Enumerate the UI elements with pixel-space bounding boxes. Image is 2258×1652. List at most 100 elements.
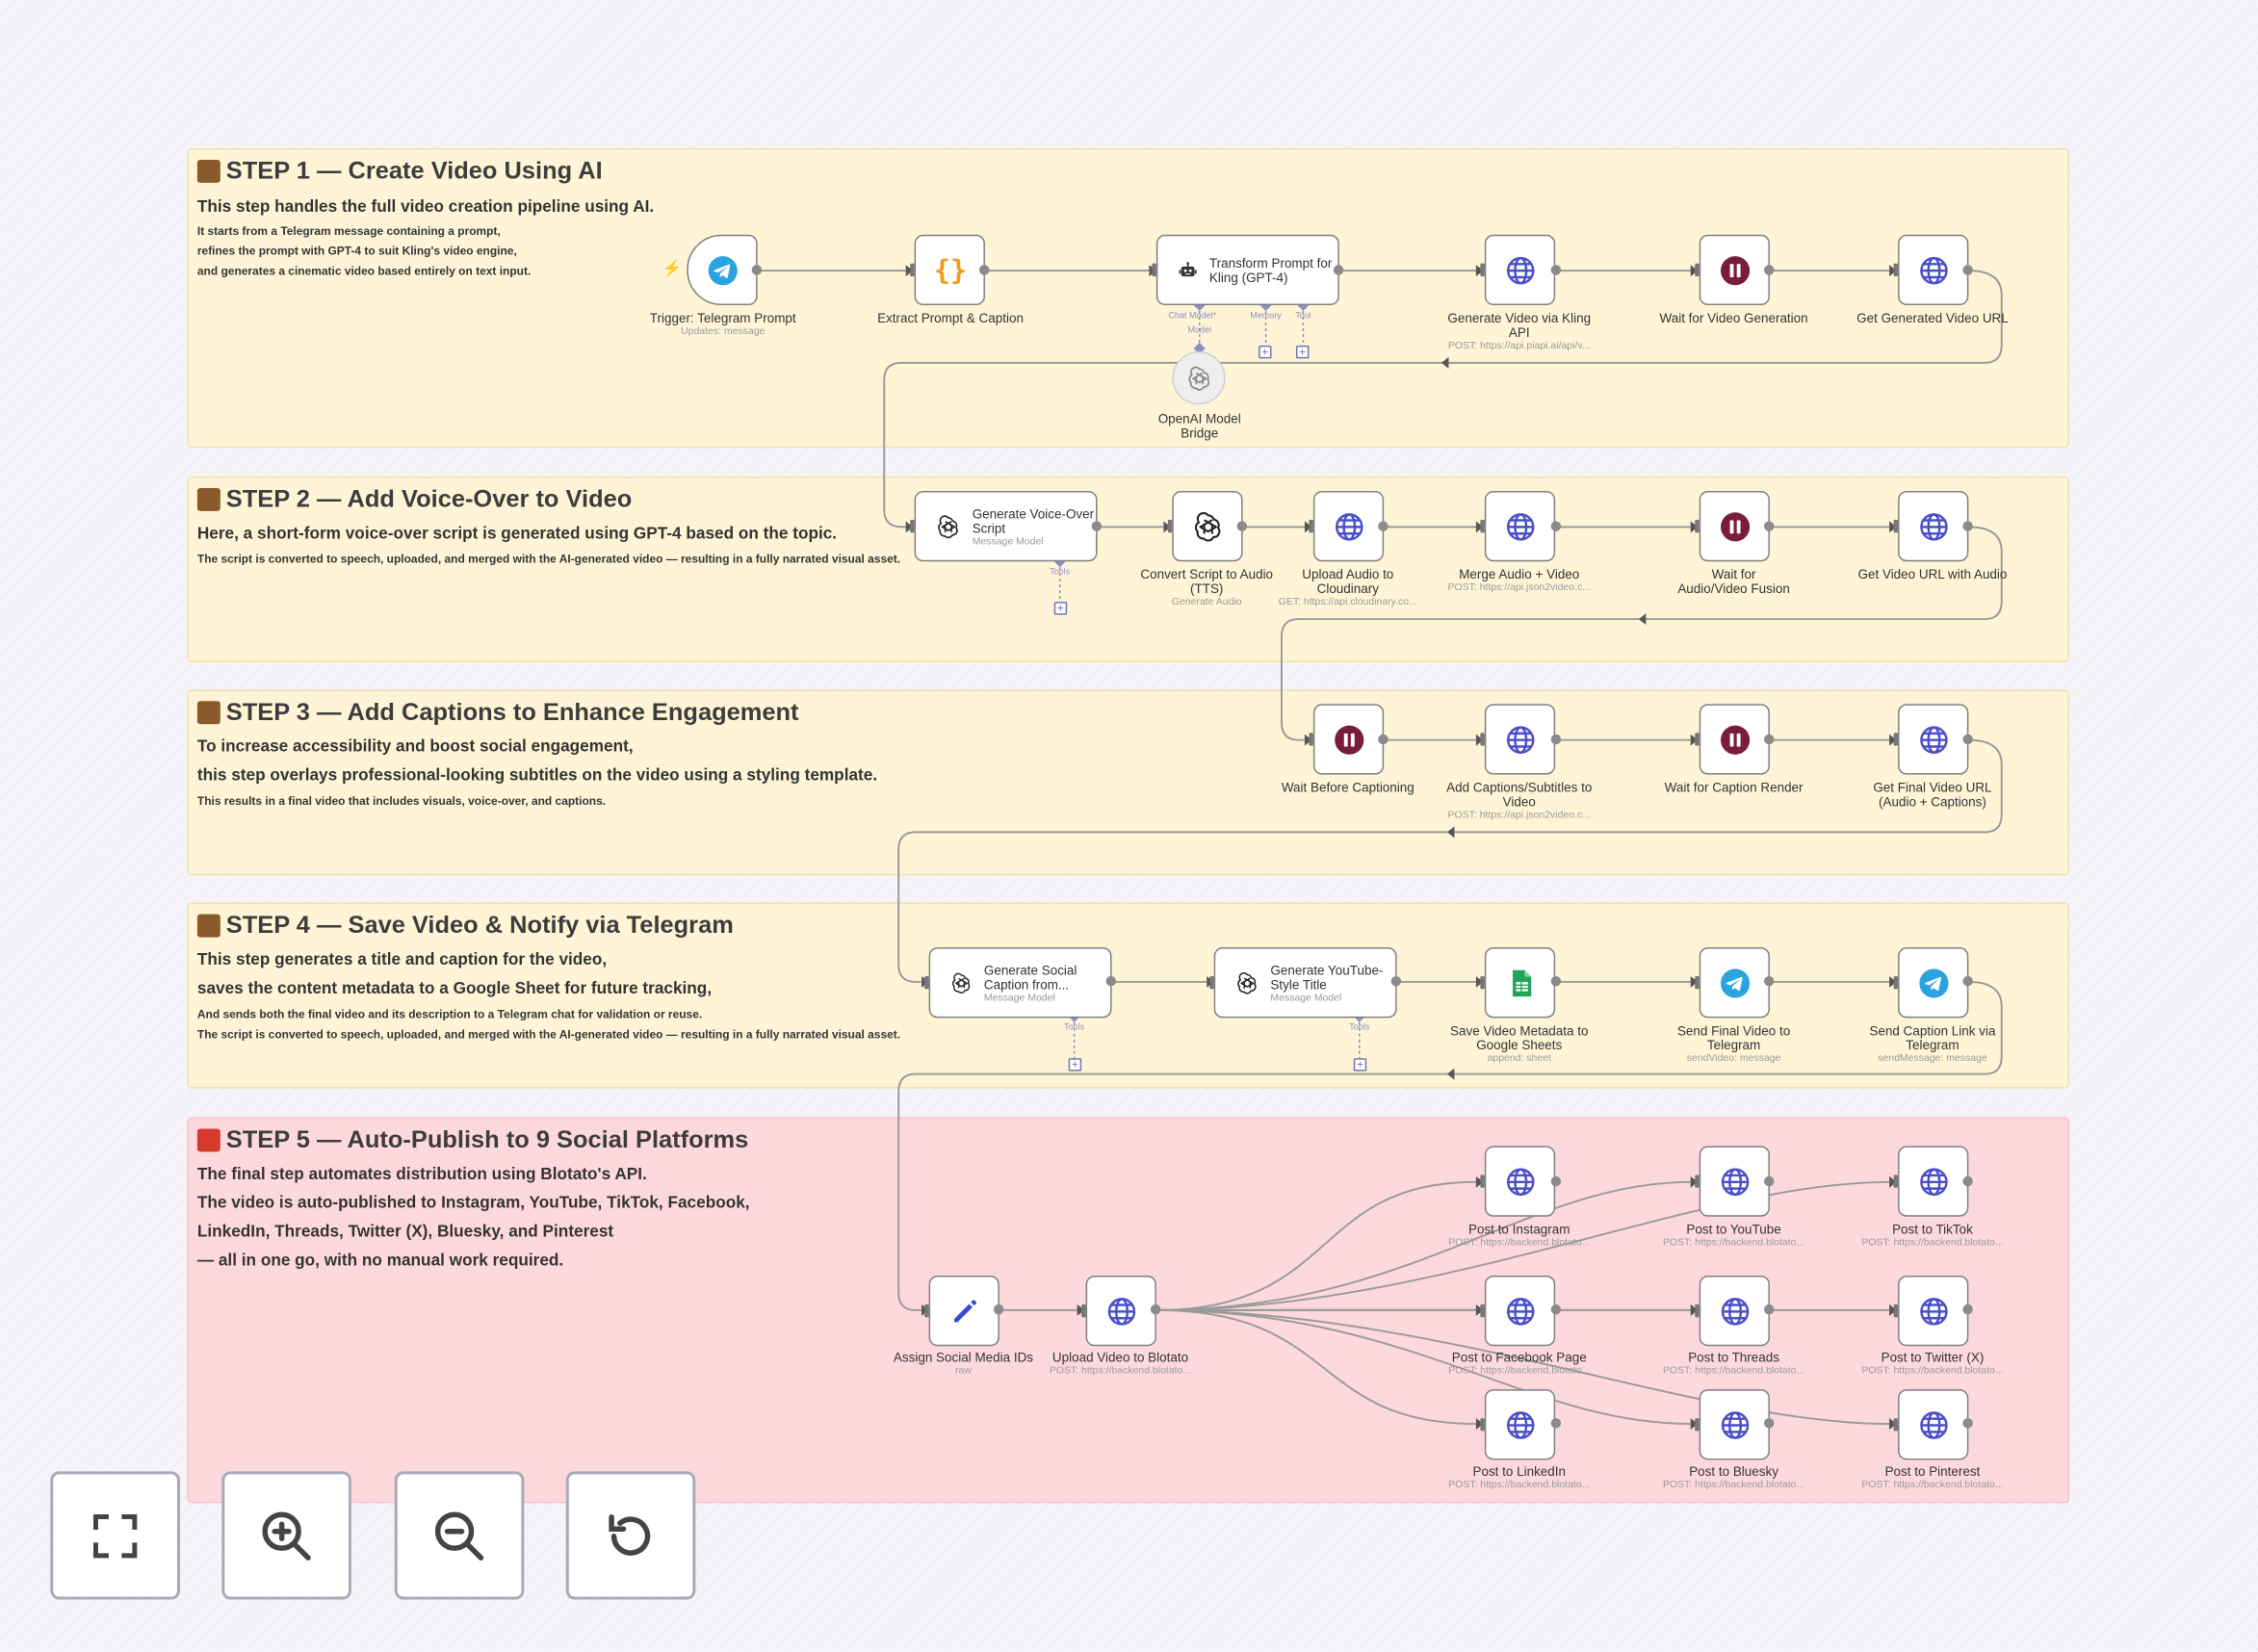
input-port[interactable]: [1480, 1174, 1485, 1188]
node-add-captions[interactable]: [1484, 704, 1556, 775]
output-port[interactable]: [751, 265, 763, 275]
input-port[interactable]: [1695, 263, 1700, 277]
input-port[interactable]: [910, 263, 915, 277]
node-get-generated-video[interactable]: [1898, 234, 1969, 306]
output-port[interactable]: [1550, 1304, 1562, 1315]
node-post-tiktok[interactable]: [1898, 1146, 1969, 1217]
node-save-video-metadata[interactable]: [1484, 947, 1556, 1019]
add-tool-button[interactable]: +: [1068, 1058, 1082, 1071]
add-memory-button[interactable]: +: [1259, 345, 1272, 359]
input-port[interactable]: [1480, 1418, 1485, 1432]
output-port[interactable]: [1763, 734, 1775, 745]
node-send-final-video[interactable]: [1699, 947, 1770, 1019]
input-port[interactable]: [1893, 263, 1899, 277]
output-port[interactable]: [1378, 521, 1389, 531]
node-post-bluesky[interactable]: [1699, 1389, 1770, 1460]
output-port[interactable]: [1150, 1304, 1161, 1315]
output-port[interactable]: [1962, 975, 1973, 987]
node-post-threads[interactable]: [1699, 1276, 1770, 1347]
node-post-facebook[interactable]: [1484, 1276, 1556, 1347]
output-port[interactable]: [1550, 975, 1562, 987]
zoom-in-button[interactable]: [221, 1471, 351, 1600]
node-get-final-video-url[interactable]: [1898, 704, 1969, 775]
node-convert-script-tts[interactable]: [1172, 490, 1243, 562]
input-port[interactable]: [1695, 519, 1700, 533]
reset-zoom-button[interactable]: [565, 1471, 696, 1600]
input-port[interactable]: [1893, 1174, 1899, 1188]
output-port[interactable]: [1763, 1418, 1775, 1429]
output-port[interactable]: [1763, 265, 1775, 275]
input-port[interactable]: [1480, 733, 1485, 746]
output-port[interactable]: [1962, 1418, 1973, 1429]
node-send-caption-link[interactable]: [1898, 947, 1969, 1019]
fit-view-button[interactable]: [50, 1471, 180, 1600]
node-generate-social-caption[interactable]: Generate Social Caption from...Message M…: [928, 947, 1112, 1019]
output-port[interactable]: [1550, 1175, 1562, 1187]
add-tool-button[interactable]: +: [1053, 602, 1068, 615]
node-extract-prompt[interactable]: [914, 234, 985, 306]
node-post-pinterest[interactable]: [1898, 1389, 1969, 1460]
input-port[interactable]: [1480, 975, 1485, 990]
output-port[interactable]: [993, 1304, 1004, 1315]
input-port[interactable]: [1893, 1418, 1899, 1432]
output-port[interactable]: [1763, 1175, 1775, 1187]
input-port[interactable]: [1480, 1304, 1485, 1318]
output-port[interactable]: [1763, 521, 1775, 531]
node-post-linkedin[interactable]: [1484, 1389, 1556, 1460]
input-port[interactable]: [924, 975, 929, 990]
output-port[interactable]: [1378, 734, 1389, 745]
input-port[interactable]: [1152, 263, 1156, 277]
input-port[interactable]: [1695, 1418, 1700, 1432]
output-port[interactable]: [1550, 521, 1562, 531]
node-wait-audio-video-fusion[interactable]: [1699, 490, 1770, 562]
output-port[interactable]: [1091, 521, 1103, 531]
output-port[interactable]: [978, 265, 990, 275]
input-port[interactable]: [1893, 733, 1899, 746]
output-port[interactable]: [1962, 521, 1973, 531]
output-port[interactable]: [1236, 521, 1248, 531]
input-port[interactable]: [1695, 975, 1700, 990]
node-transform-prompt-agent[interactable]: Transform Prompt for Kling (GPT-4): [1155, 234, 1339, 306]
add-tool-button[interactable]: +: [1295, 345, 1310, 359]
node-assign-social-ids[interactable]: [928, 1276, 999, 1347]
output-port[interactable]: [1962, 1304, 1973, 1315]
output-port[interactable]: [1390, 975, 1402, 987]
input-port[interactable]: [924, 1304, 929, 1318]
output-port[interactable]: [1763, 1304, 1775, 1315]
input-port[interactable]: [1893, 975, 1899, 990]
output-port[interactable]: [1962, 734, 1973, 745]
input-port[interactable]: [1081, 1304, 1086, 1318]
output-port[interactable]: [1550, 265, 1562, 275]
input-port[interactable]: [1695, 733, 1700, 746]
output-port[interactable]: [1550, 1418, 1562, 1429]
input-port[interactable]: [1695, 1174, 1700, 1188]
input-port[interactable]: [1167, 519, 1173, 533]
zoom-out-button[interactable]: [394, 1471, 525, 1600]
input-port[interactable]: [1893, 1304, 1899, 1318]
node-post-twitter[interactable]: [1898, 1276, 1969, 1347]
input-port[interactable]: [1309, 733, 1313, 746]
output-port[interactable]: [1962, 265, 1973, 275]
output-port[interactable]: [1550, 734, 1562, 745]
node-telegram-trigger[interactable]: [687, 234, 758, 306]
node-wait-before-captioning[interactable]: [1312, 704, 1385, 775]
add-tool-button[interactable]: +: [1353, 1058, 1367, 1071]
input-port[interactable]: [1480, 263, 1485, 277]
input-port[interactable]: [1893, 519, 1899, 533]
node-generate-video-kling[interactable]: [1484, 234, 1556, 306]
node-post-youtube[interactable]: [1699, 1146, 1770, 1217]
output-port[interactable]: [1105, 975, 1117, 987]
node-upload-audio-cloudinary[interactable]: [1312, 490, 1385, 562]
node-upload-video-blotato[interactable]: [1085, 1276, 1156, 1347]
input-port[interactable]: [1309, 519, 1313, 533]
input-port[interactable]: [1695, 1304, 1700, 1318]
node-post-instagram[interactable]: [1484, 1146, 1556, 1217]
node-merge-audio-video[interactable]: [1484, 490, 1556, 562]
input-port[interactable]: [1480, 519, 1485, 533]
node-openai-model-bridge[interactable]: [1172, 350, 1226, 405]
node-wait-caption-render[interactable]: [1699, 704, 1770, 775]
output-port[interactable]: [1763, 975, 1775, 987]
